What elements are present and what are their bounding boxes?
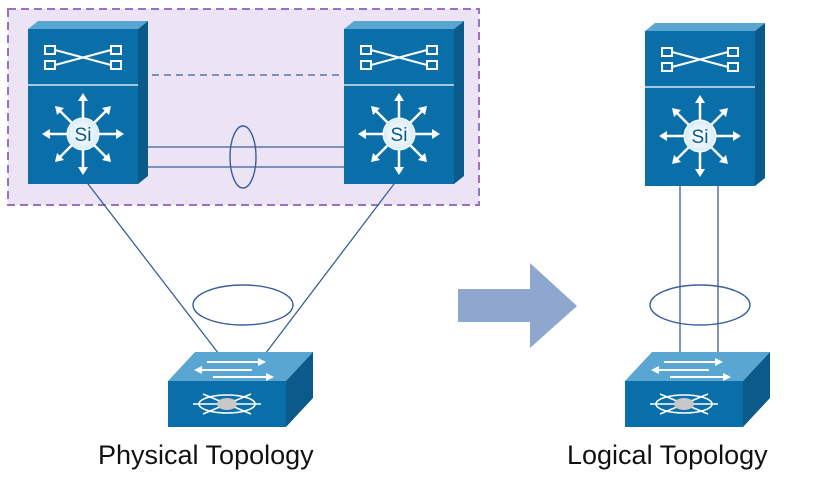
access-switch-icon bbox=[625, 352, 770, 427]
transition-arrow bbox=[458, 263, 577, 348]
logical-topology-label: Logical Topology bbox=[567, 440, 768, 470]
si-badge: Si bbox=[391, 125, 408, 146]
si-badge: Si bbox=[75, 125, 92, 146]
uplink-left bbox=[84, 179, 223, 359]
physical-topology-label: Physical Topology bbox=[98, 440, 314, 470]
access-switch-icon bbox=[168, 352, 313, 427]
physical-links bbox=[84, 74, 398, 359]
port-channel-ellipse bbox=[192, 284, 294, 326]
port-channel-ellipse bbox=[649, 284, 751, 326]
core-switch-icon: Si bbox=[645, 23, 765, 186]
core-switch-icon: Si bbox=[344, 21, 464, 184]
core-switch-icon: Si bbox=[28, 21, 148, 184]
si-badge: Si bbox=[692, 127, 709, 148]
port-channel-ellipse bbox=[229, 125, 257, 189]
logical-links bbox=[679, 182, 719, 358]
uplink-right bbox=[261, 179, 398, 359]
